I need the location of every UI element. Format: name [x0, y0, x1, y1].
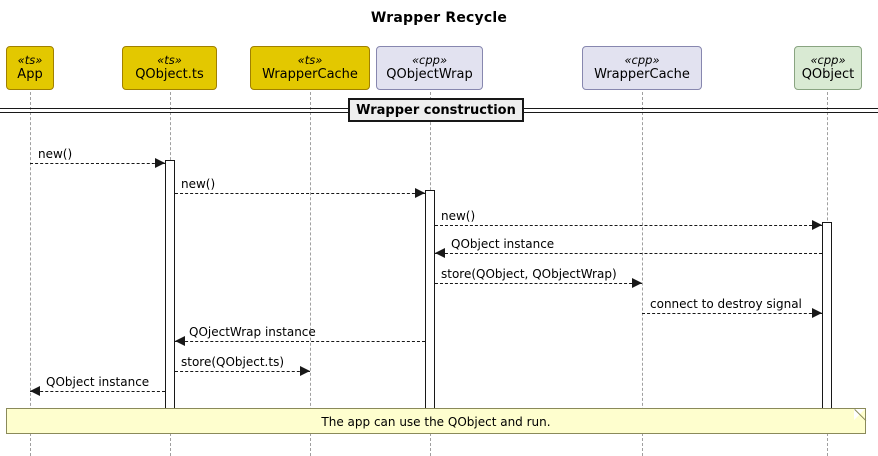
message-line-5	[642, 313, 822, 314]
message-label-6: QOjectWrap instance	[189, 325, 316, 339]
participant-stereotype: «cpp»	[624, 53, 660, 67]
message-arrowhead-4	[632, 278, 642, 288]
activation-bar-qobject_ts	[165, 160, 175, 412]
message-label-1: new()	[181, 177, 216, 191]
participant-wrappercache_ts[interactable]: «ts»WrapperCache	[250, 46, 370, 90]
message-label-4: store(QObject, QObjectWrap)	[441, 267, 617, 281]
message-arrowhead-5	[812, 308, 822, 318]
participant-stereotype: «ts»	[157, 53, 182, 67]
message-arrowhead-7	[300, 366, 310, 376]
participant-name: WrapperCache	[262, 67, 358, 83]
message-line-3	[435, 253, 822, 254]
participant-name: WrapperCache	[594, 67, 690, 83]
participant-stereotype: «ts»	[17, 53, 43, 67]
message-line-1	[175, 193, 425, 194]
lifeline-wrappercache_ts	[310, 92, 311, 456]
message-label-7: store(QObject.ts)	[181, 355, 285, 369]
message-arrowhead-1	[415, 188, 425, 198]
message-arrowhead-3	[435, 248, 445, 258]
message-label-8: QObject instance	[46, 375, 150, 389]
message-arrowhead-6	[175, 336, 185, 346]
message-arrowhead-0	[155, 158, 165, 168]
message-label-5: connect to destroy signal	[650, 297, 802, 311]
note-fold-corner-icon	[854, 409, 865, 420]
participant-name: QObjectWrap	[386, 67, 473, 83]
note-text: The app can use the QObject and run.	[321, 415, 551, 429]
participant-stereotype: «cpp»	[810, 53, 846, 67]
activation-bar-qobjectwrap	[425, 190, 435, 412]
message-line-0	[30, 163, 165, 164]
divider-label-wrapper-construction: Wrapper construction	[348, 98, 524, 122]
participant-wrappercache_cpp[interactable]: «cpp»WrapperCache	[582, 46, 702, 90]
diagram-title: Wrapper Recycle	[370, 10, 508, 26]
participant-qobject_cpp[interactable]: «cpp»QObject	[794, 46, 862, 90]
note-box: The app can use the QObject and run.	[6, 408, 867, 434]
participant-name: QObject	[801, 67, 855, 83]
participant-qobject_ts[interactable]: «ts»QObject.ts	[122, 46, 217, 90]
participant-name: App	[17, 67, 43, 83]
participant-stereotype: «ts»	[297, 53, 323, 67]
participant-qobjectwrap[interactable]: «cpp»QObjectWrap	[376, 46, 483, 90]
message-line-7	[175, 371, 310, 372]
lifeline-app	[30, 92, 31, 456]
message-arrowhead-2	[812, 220, 822, 230]
message-label-0: new()	[38, 147, 73, 161]
participant-app[interactable]: «ts»App	[6, 46, 54, 90]
message-label-2: new()	[441, 209, 476, 223]
message-label-3: QObject instance	[451, 237, 555, 251]
message-line-6	[175, 341, 425, 342]
message-arrowhead-8	[30, 386, 40, 396]
participant-stereotype: «cpp»	[411, 53, 448, 67]
message-line-4	[435, 283, 642, 284]
message-line-8	[30, 391, 165, 392]
lifeline-wrappercache_cpp	[642, 92, 643, 456]
participant-name: QObject.ts	[135, 67, 204, 83]
message-line-2	[435, 225, 822, 226]
activation-bar-qobject_cpp	[822, 222, 832, 412]
